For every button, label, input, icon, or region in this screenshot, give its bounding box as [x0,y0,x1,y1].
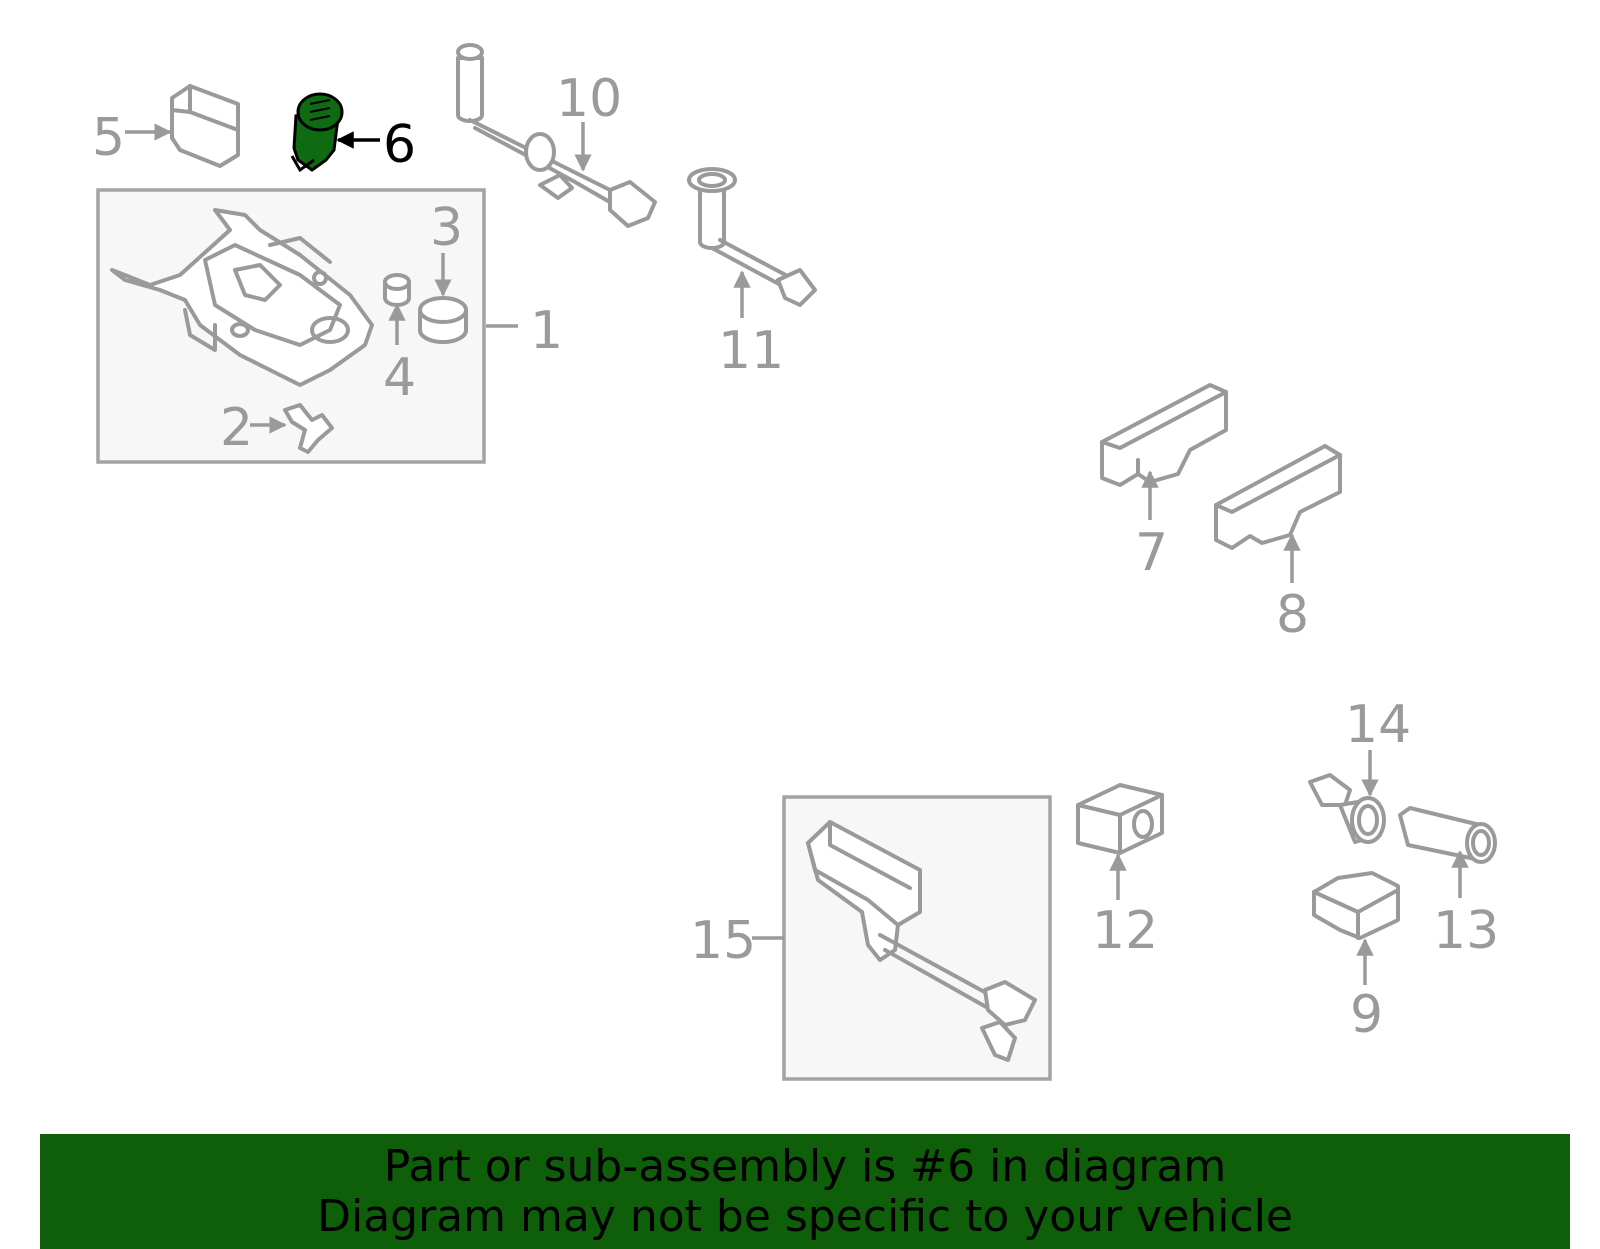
callout-1: 1 [530,301,563,361]
callout-15: 15 [690,911,756,971]
callout-6: 6 [383,115,416,175]
part-13-socket[interactable] [1398,806,1497,864]
callout-10: 10 [556,69,622,129]
part-8-trim-strip[interactable] [1214,444,1342,550]
callout-14: 14 [1345,695,1411,755]
banner-line-2: Diagram may not be specific to your vehi… [317,1191,1293,1242]
part-12-block[interactable] [1076,783,1164,855]
part-4-knob[interactable] [383,273,411,307]
callout-2: 2 [220,398,253,458]
part-1-console-panel[interactable] [110,208,374,387]
part-7-trim-strip[interactable] [1100,383,1228,487]
part-6-power-socket[interactable] [290,92,344,173]
callout-3: 3 [430,198,463,258]
callout-5: 5 [92,108,125,168]
part-14-socket-ring[interactable] [1308,773,1386,844]
part-15-module-harness[interactable] [806,820,1037,1062]
part-3-cap[interactable] [418,296,468,344]
callout-11: 11 [718,321,784,381]
callout-4: 4 [383,348,416,408]
banner-line-1: Part or sub-assembly is #6 in diagram [383,1141,1227,1192]
part-10-socket-harness[interactable] [456,43,657,228]
callout-13: 13 [1433,901,1499,961]
part-2-clip[interactable] [283,403,334,454]
info-banner: Part or sub-assembly is #6 in diagram Di… [40,1134,1570,1249]
callout-8: 8 [1276,585,1309,645]
part-9-module[interactable] [1312,871,1400,940]
callout-12: 12 [1092,901,1158,961]
callout-9: 9 [1350,985,1383,1045]
part-5-switch-module[interactable] [170,84,240,168]
callout-7: 7 [1135,523,1168,583]
part-11-socket-wire[interactable] [687,167,817,307]
